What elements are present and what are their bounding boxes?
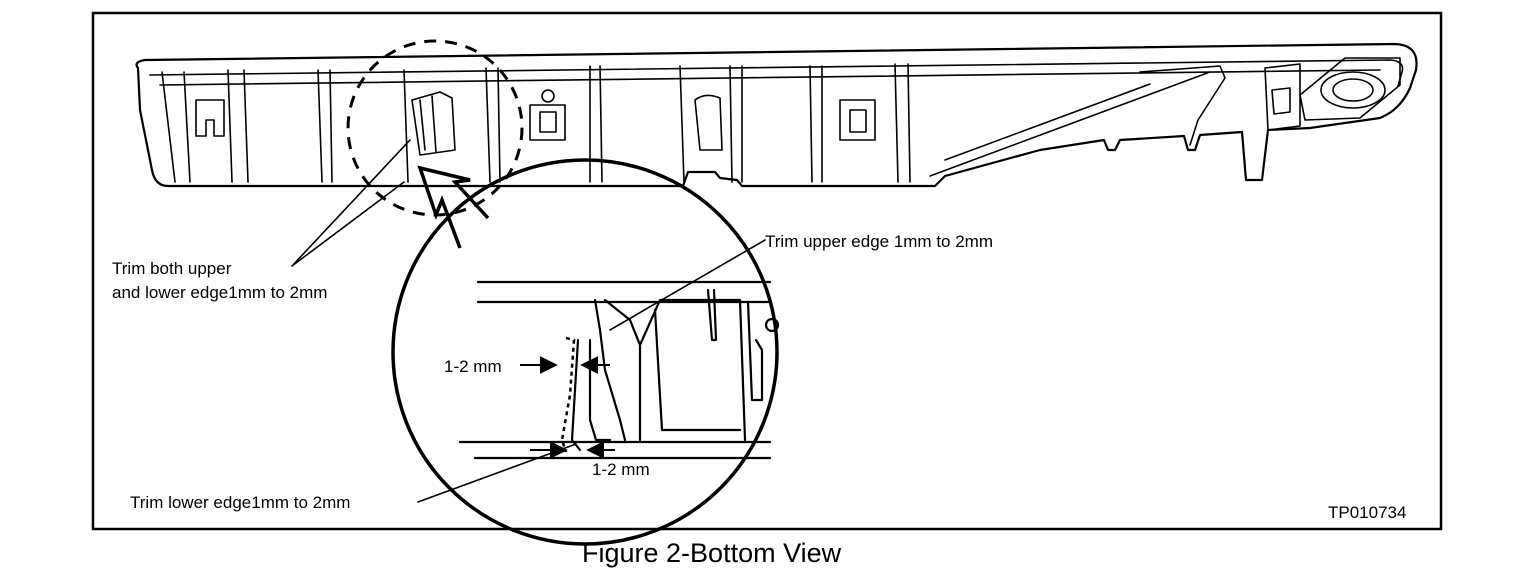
callout-lower-edge: Trim lower edge1mm to 2mm [130,493,350,512]
callout-upper-edge: Trim upper edge 1mm to 2mm [765,232,993,251]
bracket-part [135,42,1418,188]
dimension-label-lower: 1-2 mm [592,460,650,479]
leader-line [417,443,577,503]
figure-code: TP010734 [1328,503,1406,522]
leader-line [291,139,411,267]
leader-line [609,239,766,331]
dimension-label-upper: 1-2 mm [444,357,502,376]
figure-frame [91,11,1443,531]
magnifier-pointer [417,165,490,249]
callout-both-edges-line2: and lower edge1mm to 2mm [112,283,327,302]
figure-caption: Figure 2-Bottom View [582,538,842,568]
magnified-detail [391,158,780,546]
callout-both-edges-line1: Trim both upper [112,259,232,278]
